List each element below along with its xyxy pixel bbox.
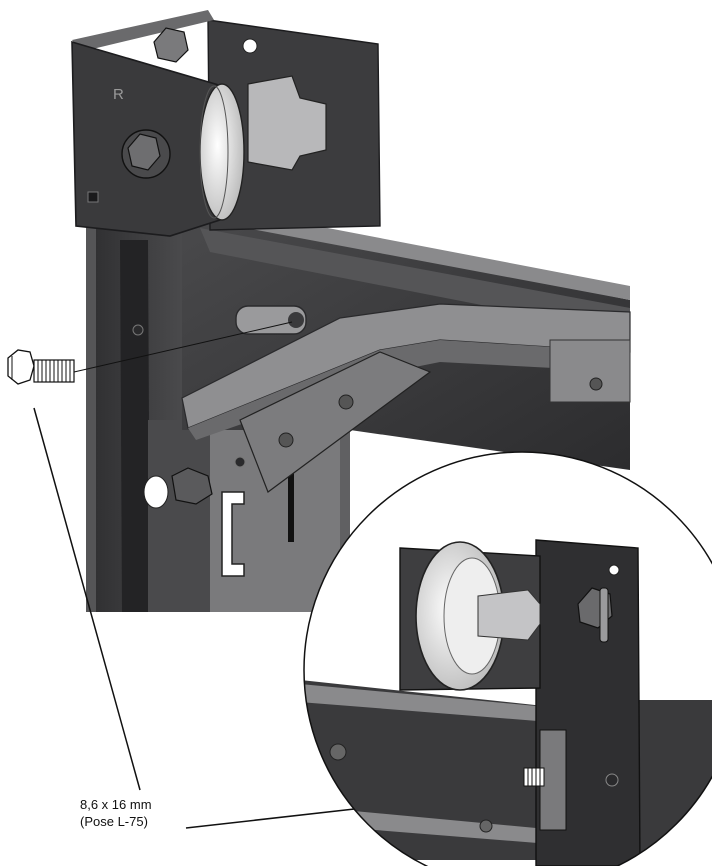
detail-screw — [523, 767, 545, 787]
lower-bolt — [143, 467, 213, 509]
track-hole-lower — [234, 456, 246, 468]
top-hex-nut — [153, 27, 189, 63]
track-edge — [86, 220, 96, 612]
detail-rail-top-edge — [304, 684, 600, 726]
axle-slot — [247, 75, 327, 171]
bracket-square-hole — [87, 191, 99, 203]
lower-plate-shadow — [148, 420, 210, 612]
roller-wheel-rim — [199, 85, 229, 219]
detail-channel — [539, 729, 567, 831]
bracket-hole-1 — [338, 394, 354, 410]
roller-wheel-icon — [199, 83, 245, 221]
lower-plate-slot — [221, 491, 245, 577]
mounting-slot — [235, 305, 307, 335]
curved-track-face — [188, 340, 630, 440]
fastener-part-label: (Pose L-75) — [80, 814, 148, 829]
detail-plate-slot — [599, 587, 609, 643]
track-inner-channel — [120, 240, 150, 612]
top-bracket-hole — [242, 38, 258, 54]
mounting-hole — [288, 312, 304, 328]
detail-plate-hole-top — [608, 564, 620, 576]
top-bracket-side — [72, 10, 214, 52]
angle-bracket — [239, 351, 432, 493]
detail-circle-outline — [303, 451, 712, 866]
bracket-side-mark: R — [113, 86, 124, 103]
fastener-callout: 8,6 x 16 mm (Pose L-75) — [80, 796, 152, 830]
track-hole — [132, 324, 144, 336]
hex-nut-icon — [121, 129, 171, 179]
detail-axle — [477, 589, 541, 641]
fastener-size-label: 8,6 x 16 mm — [80, 797, 152, 812]
track-side-hole — [589, 377, 603, 391]
detail-rail-hole-low — [479, 819, 493, 833]
main-assembly — [71, 10, 631, 612]
flange-bolt-icon — [7, 349, 75, 385]
callout-leader-1 — [33, 407, 141, 791]
bracket-hole-2 — [278, 432, 294, 448]
track-side-plate — [549, 339, 631, 403]
detail-view — [303, 451, 712, 866]
detail-rail-hole-left — [329, 743, 347, 761]
lower-plate-slit — [288, 462, 294, 542]
detail-rail-lower-edge — [304, 806, 600, 848]
bolt-direction-line — [73, 321, 293, 373]
detail-plate-hole-bottom — [605, 773, 619, 787]
